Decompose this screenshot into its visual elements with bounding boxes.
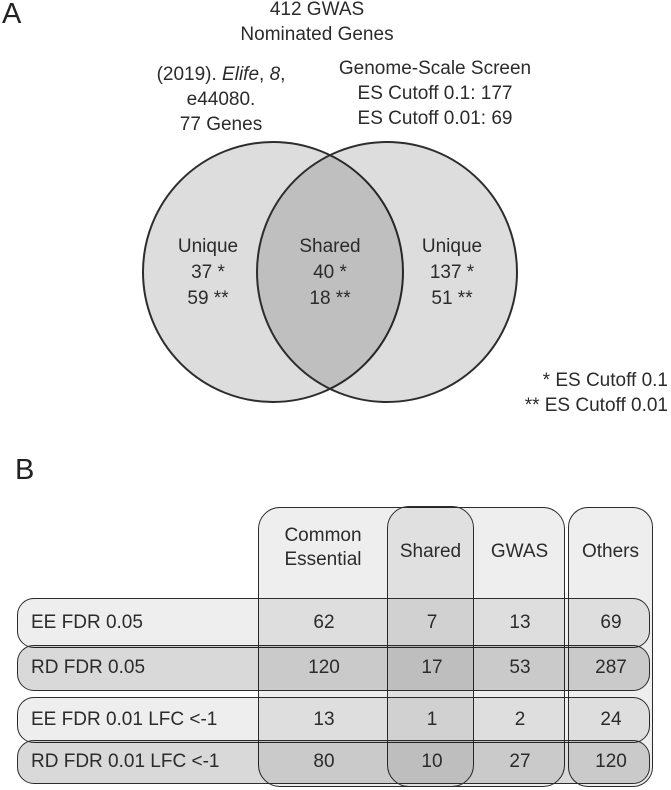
cell-value: 69 bbox=[600, 612, 622, 633]
panel-b-label: B bbox=[15, 454, 35, 486]
venn-right-star: 137 * bbox=[429, 262, 475, 283]
column-header-shared: Shared bbox=[399, 541, 462, 562]
table-row: EE FDR 0.05 62 7 13 69 bbox=[17, 598, 650, 648]
cell-value: 53 bbox=[509, 657, 531, 678]
cell-value: 10 bbox=[421, 751, 443, 772]
cell-value: 13 bbox=[509, 612, 531, 633]
screen-line3: ES Cutoff 0.01: 69 bbox=[357, 108, 513, 129]
citation-line1: (2019). Elife, 8, bbox=[111, 62, 331, 87]
citation-journal: Elife bbox=[222, 64, 260, 85]
es-cutoff-footnote: * ES Cutoff 0.1 ** ES Cutoff 0.01 bbox=[525, 368, 668, 418]
footnote-line1: * ES Cutoff 0.1 bbox=[542, 370, 668, 391]
footnote-line2: ** ES Cutoff 0.01 bbox=[524, 395, 668, 416]
screen-line1: Genome-Scale Screen bbox=[338, 58, 532, 79]
row-label-rd-fdr-005: RD FDR 0.05 bbox=[31, 657, 146, 678]
column-header-common-essential: Common Essential bbox=[284, 525, 362, 570]
cell-value: 1 bbox=[426, 709, 438, 730]
citation-post: , bbox=[280, 64, 286, 85]
venn-left-title: Unique bbox=[177, 236, 239, 257]
row-label-rd-fdr-001-lfc: RD FDR 0.01 LFC <-1 bbox=[31, 751, 220, 772]
cell-value: 7 bbox=[426, 612, 438, 633]
cell-value: 62 bbox=[313, 612, 335, 633]
table-row: RD FDR 0.05 120 17 53 287 bbox=[17, 645, 650, 691]
venn-region-shared: Shared 40 * 18 ** bbox=[260, 234, 400, 312]
cell-value: 17 bbox=[421, 657, 443, 678]
venn-title: 412 GWAS Nominated Genes bbox=[157, 0, 477, 47]
venn-circle-right bbox=[256, 141, 518, 403]
row-label-ee-fdr-005: EE FDR 0.05 bbox=[31, 612, 143, 633]
screen-line2: ES Cutoff 0.1: 177 bbox=[357, 83, 513, 104]
venn-shared-double-star: 18 ** bbox=[309, 288, 351, 309]
citation-pre: (2019). bbox=[156, 64, 223, 85]
column-header-gwas: GWAS bbox=[490, 541, 549, 562]
cell-value: 24 bbox=[600, 709, 622, 730]
venn-shared-star: 40 * bbox=[313, 262, 347, 283]
citation-volume: 8 bbox=[269, 64, 281, 85]
citation-label: (2019). Elife, 8, e44080. 77 Genes bbox=[111, 62, 331, 137]
venn-shared-title: Shared bbox=[299, 236, 361, 257]
table-row: RD FDR 0.01 LFC <-1 80 10 27 120 bbox=[17, 740, 650, 784]
cell-value: 287 bbox=[595, 657, 627, 678]
citation-sep: , bbox=[259, 64, 270, 85]
table-row: EE FDR 0.01 LFC <-1 13 1 2 24 bbox=[17, 697, 650, 743]
venn-region-right-unique: Unique 137 * 51 ** bbox=[382, 234, 522, 312]
venn-right-double-star: 51 ** bbox=[431, 288, 473, 309]
venn-title-line1: 412 GWAS bbox=[269, 0, 365, 20]
venn-right-title: Unique bbox=[421, 236, 483, 257]
cell-value: 13 bbox=[313, 709, 335, 730]
citation-line3: 77 Genes bbox=[179, 114, 263, 135]
cell-value: 27 bbox=[509, 751, 531, 772]
venn-left-star: 37 * bbox=[191, 262, 225, 283]
venn-left-double-star: 59 ** bbox=[187, 288, 229, 309]
venn-title-line2: Nominated Genes bbox=[240, 24, 394, 45]
cell-value: 120 bbox=[595, 751, 627, 772]
cell-value: 120 bbox=[308, 657, 340, 678]
panel-a-label: A bbox=[2, 0, 22, 30]
cell-value: 80 bbox=[313, 751, 335, 772]
screen-label: Genome-Scale Screen ES Cutoff 0.1: 177 E… bbox=[315, 56, 555, 131]
column-header-others: Others bbox=[581, 541, 640, 562]
row-label-ee-fdr-001-lfc: EE FDR 0.01 LFC <-1 bbox=[31, 709, 218, 730]
citation-line2: e44080. bbox=[186, 89, 256, 110]
venn-region-left-unique: Unique 37 * 59 ** bbox=[138, 234, 278, 312]
cell-value: 2 bbox=[514, 709, 526, 730]
